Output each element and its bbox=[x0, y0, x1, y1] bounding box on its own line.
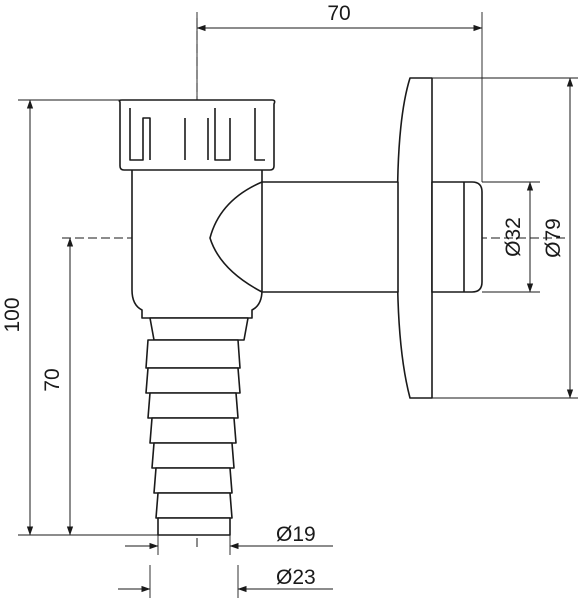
wall-flange bbox=[396, 77, 433, 399]
label-total-height: 100 bbox=[1, 297, 24, 332]
valve-body bbox=[131, 167, 263, 319]
nut-grip-slot-right bbox=[254, 108, 265, 161]
hose-neck bbox=[149, 317, 249, 341]
label-axis-height: 70 bbox=[41, 368, 64, 391]
label-outlet-diameter: Ø32 bbox=[502, 217, 525, 257]
label-hose-inner-diameter: Ø19 bbox=[276, 523, 316, 546]
horizontal-arm bbox=[254, 181, 399, 293]
hose-barb bbox=[145, 339, 241, 536]
outlet-stub bbox=[431, 181, 483, 293]
nut-grip-slot-center bbox=[184, 108, 231, 161]
label-hose-outer-diameter: Ø23 bbox=[276, 566, 316, 589]
label-top-width: 70 bbox=[327, 2, 350, 25]
nut-grip-slot-left bbox=[129, 108, 151, 161]
union-nut bbox=[118, 99, 276, 171]
intersection-curve bbox=[209, 181, 263, 293]
label-flange-diameter: Ø79 bbox=[542, 218, 565, 258]
